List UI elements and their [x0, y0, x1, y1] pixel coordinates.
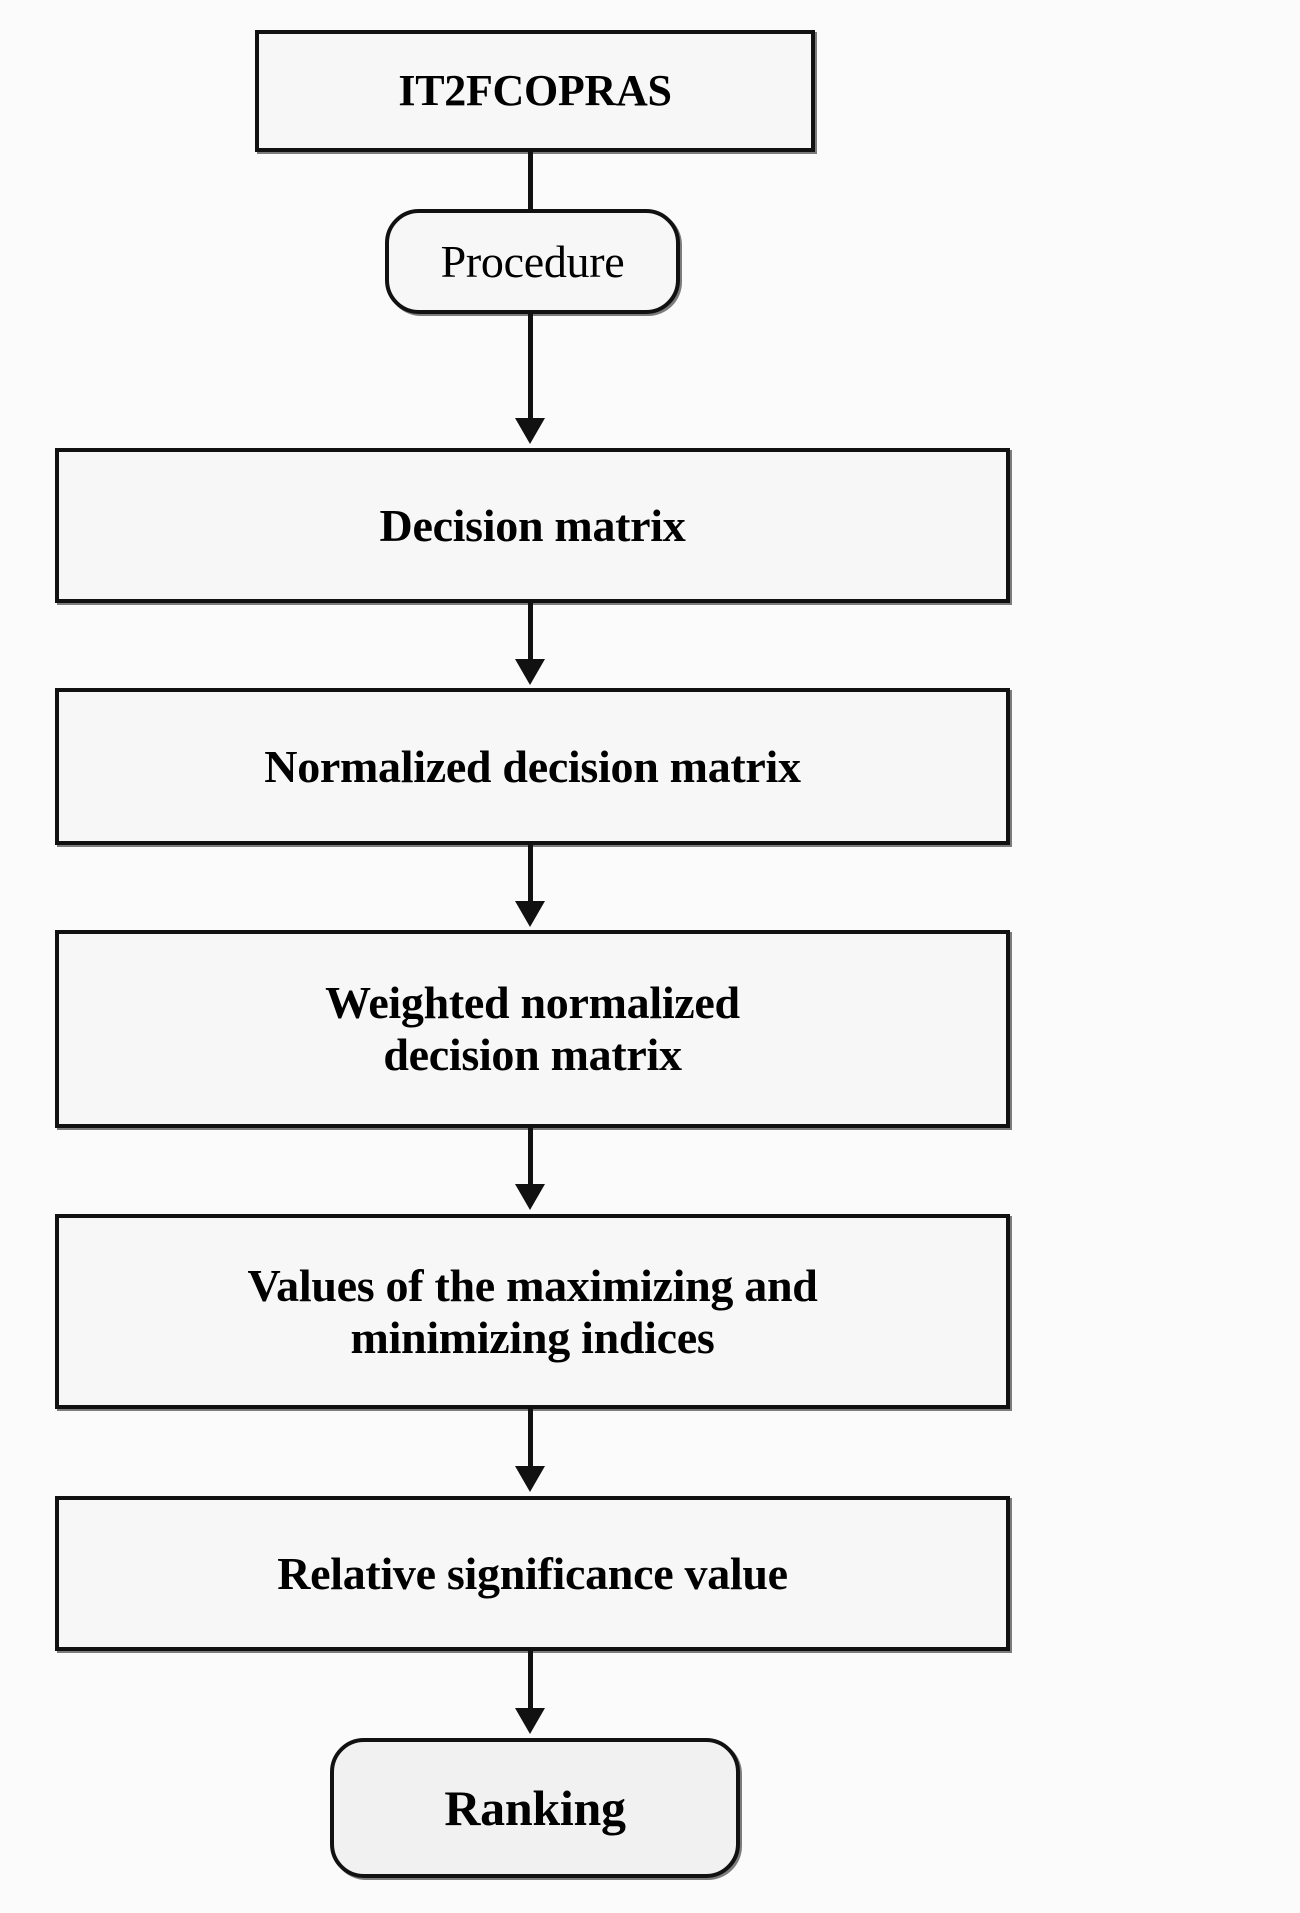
connector-relative-significance-to-ranking	[528, 1651, 533, 1713]
node-weighted-normalized-decision-matrix-label: Weighted normalized decision matrix	[59, 977, 1006, 1080]
connector-indices-to-relative-significance	[528, 1409, 533, 1471]
node-decision-matrix[interactable]: Decision matrix	[55, 448, 1010, 603]
node-it2fcopras-label: IT2FCOPRAS	[398, 66, 672, 116]
node-procedure-label: Procedure	[440, 235, 625, 287]
node-it2fcopras[interactable]: IT2FCOPRAS	[255, 30, 815, 152]
arrowhead-indices-to-relative-significance	[515, 1466, 545, 1492]
connector-decision-matrix-to-normalized	[528, 603, 533, 663]
connector-it2fcopras-to-procedure	[528, 152, 533, 212]
node-weighted-normalized-decision-matrix[interactable]: Weighted normalized decision matrix	[55, 930, 1010, 1128]
node-procedure[interactable]: Procedure	[385, 209, 680, 314]
node-ranking[interactable]: Ranking	[330, 1738, 740, 1878]
node-relative-significance-value-label: Relative significance value	[277, 1547, 788, 1599]
arrowhead-procedure-to-decision-matrix	[515, 418, 545, 444]
connector-procedure-to-decision-matrix	[528, 314, 533, 422]
node-indices-line-2: minimizing indices	[350, 1311, 715, 1363]
arrowhead-decision-matrix-to-normalized	[515, 659, 545, 685]
node-decision-matrix-label: Decision matrix	[379, 499, 686, 551]
connector-normalized-to-weighted	[528, 845, 533, 905]
node-normalized-decision-matrix[interactable]: Normalized decision matrix	[55, 688, 1010, 845]
arrowhead-relative-significance-to-ranking	[515, 1708, 545, 1734]
node-weighted-line-2: decision matrix	[383, 1029, 682, 1080]
node-maximizing-minimizing-indices-label: Values of the maximizing and minimizing …	[59, 1260, 1006, 1363]
arrowhead-weighted-to-indices	[515, 1184, 545, 1210]
node-ranking-label: Ranking	[444, 1780, 626, 1836]
node-maximizing-minimizing-indices[interactable]: Values of the maximizing and minimizing …	[55, 1214, 1010, 1409]
node-indices-line-1: Values of the maximizing and	[247, 1259, 818, 1311]
node-normalized-decision-matrix-label: Normalized decision matrix	[264, 740, 801, 792]
node-relative-significance-value[interactable]: Relative significance value	[55, 1496, 1010, 1651]
node-weighted-line-1: Weighted normalized	[325, 977, 740, 1029]
arrowhead-normalized-to-weighted	[515, 901, 545, 927]
connector-weighted-to-indices	[528, 1128, 533, 1188]
